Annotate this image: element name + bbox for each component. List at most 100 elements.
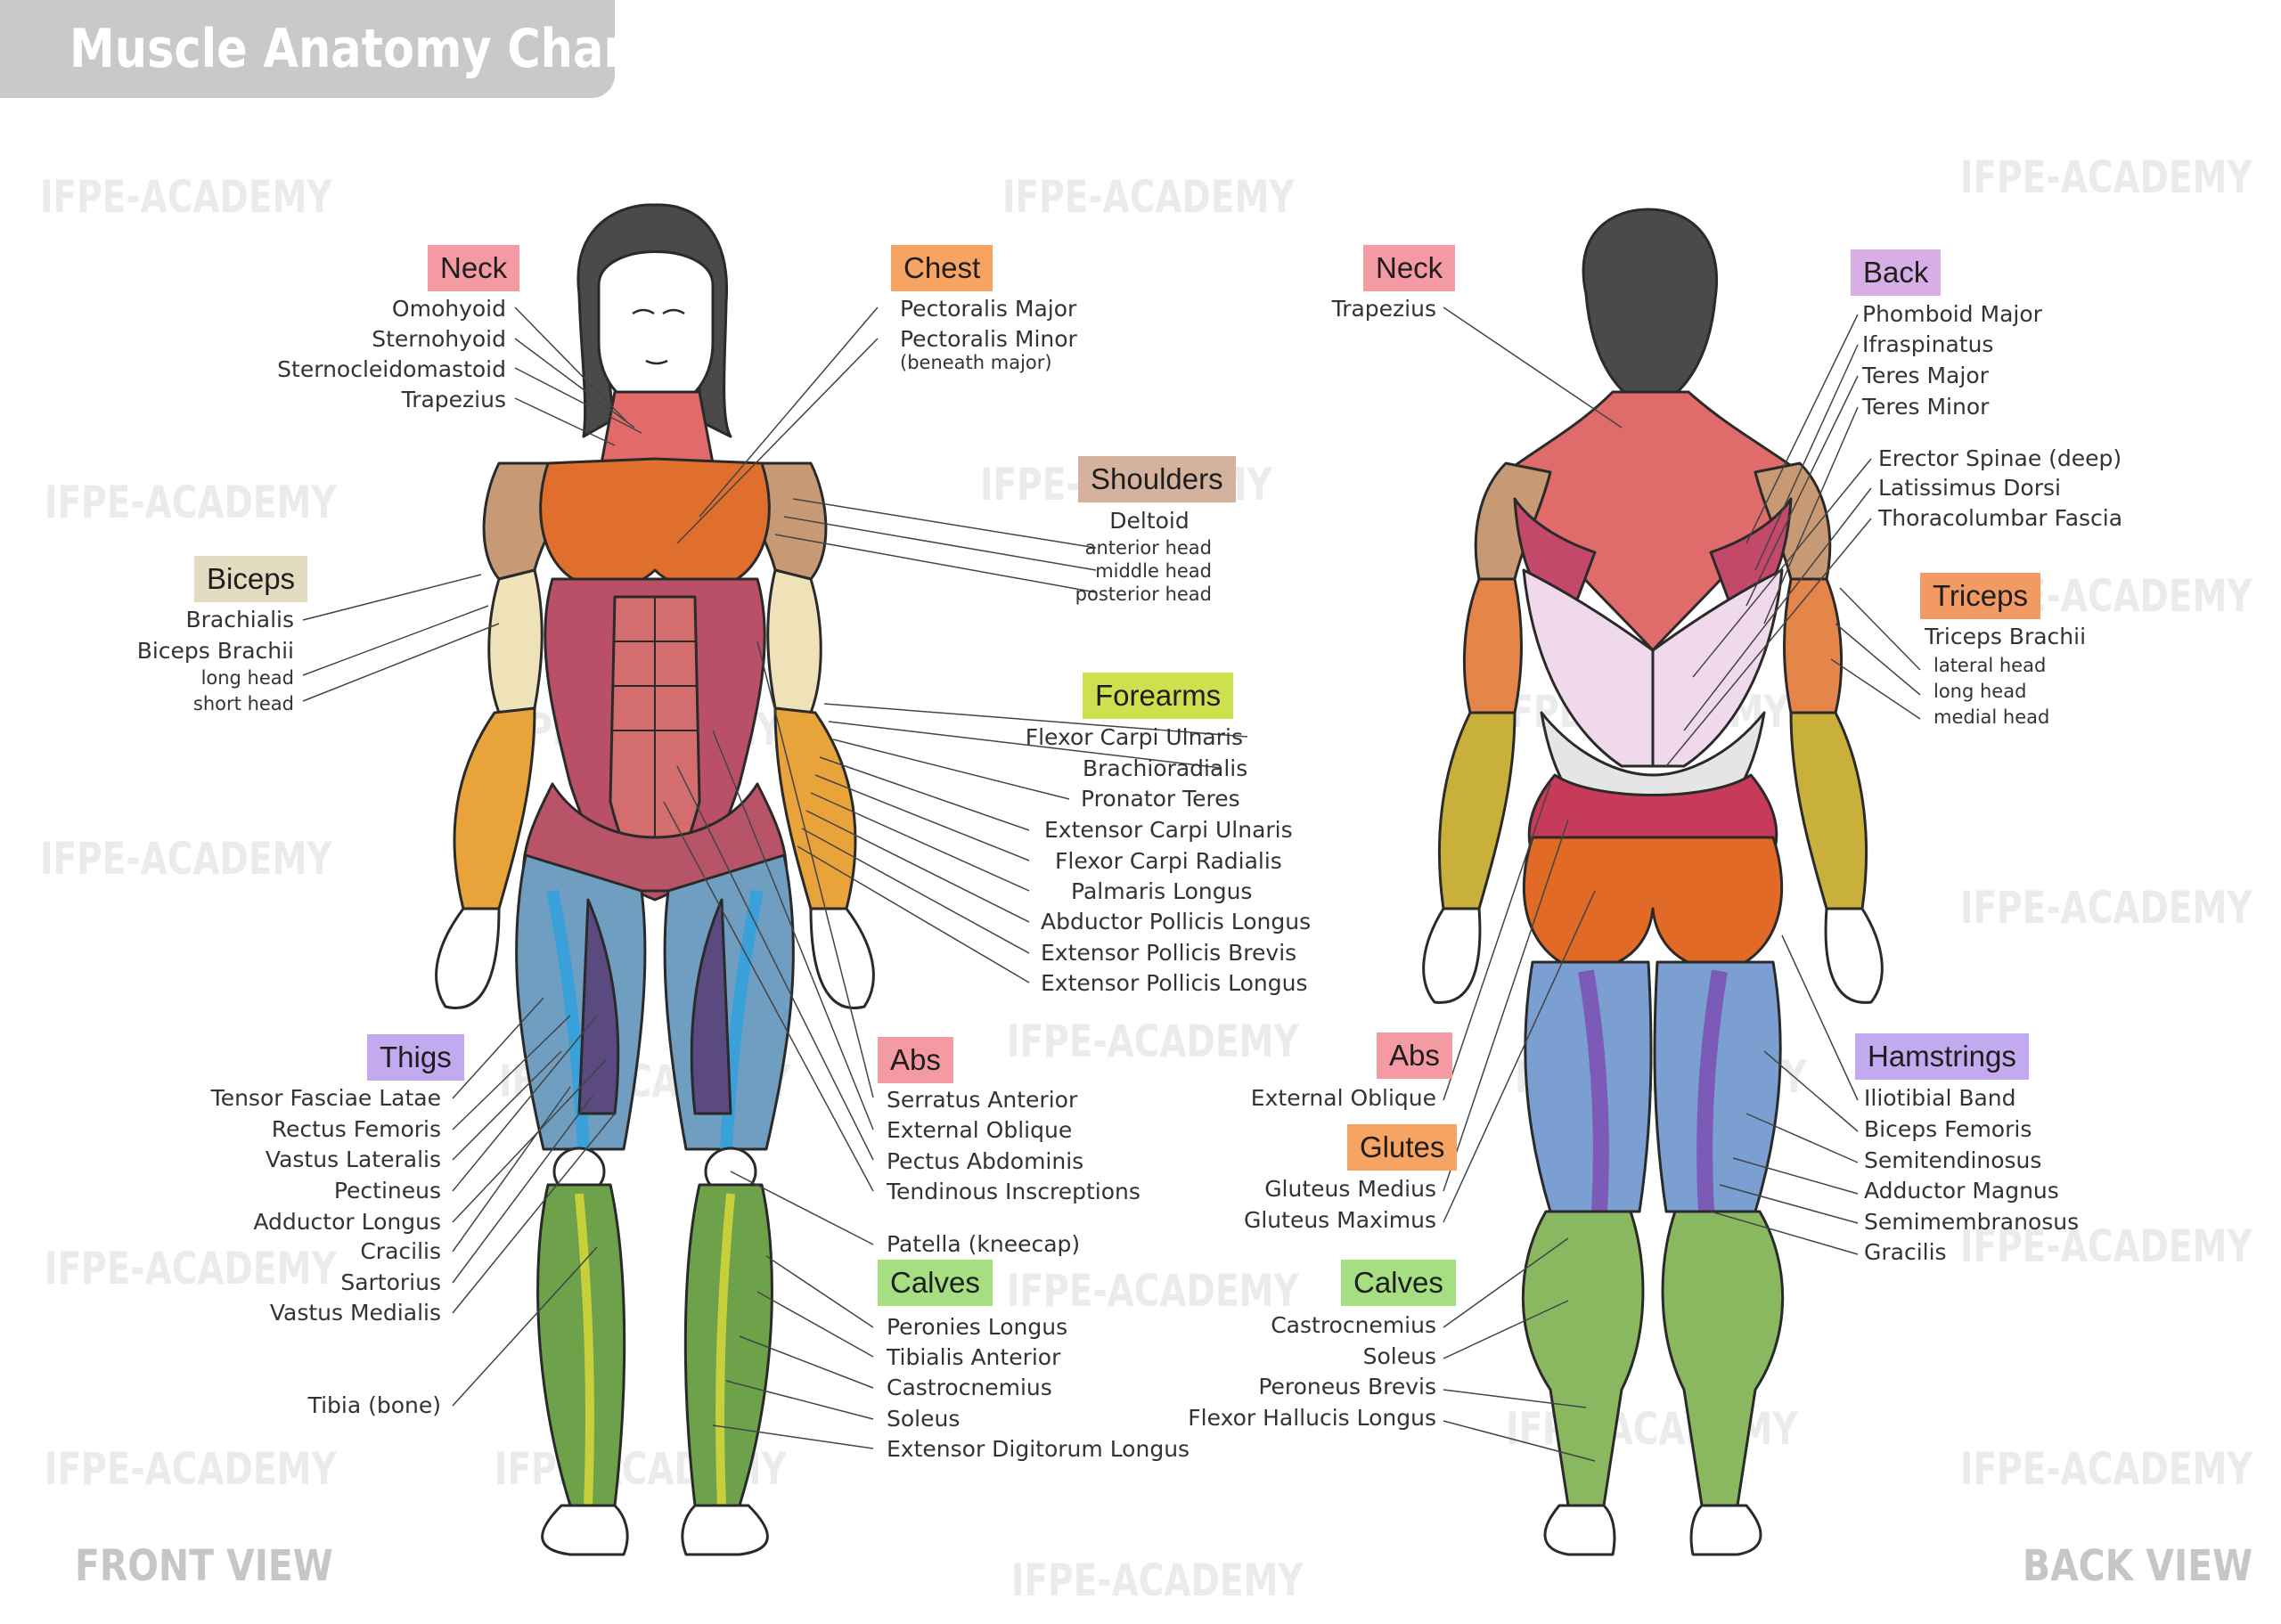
back-hair <box>1582 208 1718 403</box>
watermark: IFPE-ACADEMY <box>1011 1555 1304 1606</box>
back-glutes-heading: Glutes <box>1347 1124 1458 1171</box>
front-chest-item: Pectoralis Major <box>900 296 1077 322</box>
back-calves-item: Soleus <box>1362 1343 1436 1369</box>
front-neck-item: Omohyoid <box>391 296 506 322</box>
front-neck-item: Trapezius <box>401 387 506 412</box>
front-thighs-item: Vastus Medialis <box>269 1300 441 1326</box>
back-back-item: Phomboid Major <box>1862 301 2042 327</box>
back-calves-item: Flexor Hallucis Longus <box>1188 1405 1436 1431</box>
front-neck-item: Sternocleidomastoid <box>277 356 506 382</box>
front-abs-item: Tendinous Inscreptions <box>887 1179 1140 1204</box>
front-calves-item: Extensor Digitorum Longus <box>887 1436 1190 1462</box>
front-neck-muscles <box>600 390 715 465</box>
back-view-caption: BACK VIEW <box>2023 1541 2253 1591</box>
back-right-thigh <box>1653 960 1782 1213</box>
front-thighs-item: Rectus Femoris <box>271 1116 441 1142</box>
back-left-calf <box>1521 1210 1645 1507</box>
back-hamstrings-heading: Hamstrings <box>1855 1033 2029 1080</box>
back-calves-item: Peroneus Brevis <box>1258 1374 1436 1400</box>
front-right-upperarm <box>766 568 822 714</box>
front-abs-item: Serratus Anterior <box>887 1087 1078 1113</box>
back-triceps-heading: Triceps <box>1920 573 2040 619</box>
watermark: IFPE-ACADEMY <box>1002 171 1295 223</box>
page-title: Muscle Anatomy Chart <box>69 18 648 80</box>
watermark: IFPE-ACADEMY <box>45 1443 337 1495</box>
back-back-heading: Back <box>1851 249 1942 296</box>
front-deltoid-label: Deltoid <box>1109 508 1190 534</box>
back-hamstrings-item: Semitendinosus <box>1864 1147 2042 1173</box>
back-back-item: Erector Spinae (deep) <box>1878 445 2122 471</box>
back-back-item: Teres Major <box>1862 363 1989 388</box>
front-biceps-item: Brachialis <box>185 607 294 632</box>
front-forearms-item: Flexor Carpi Radialis <box>1055 848 1282 874</box>
back-right-forearm <box>1789 711 1868 910</box>
watermark: IFPE-ACADEMY <box>1960 1220 2252 1272</box>
back-lats <box>1522 568 1655 768</box>
back-right-upperarm <box>1783 577 1844 714</box>
watermark: IFPE-ACADEMY <box>45 477 337 528</box>
front-biceps-head: long head <box>200 667 294 689</box>
front-forearms-item: Abductor Pollicis Longus <box>1041 909 1312 934</box>
leader-lines <box>302 306 1921 1462</box>
back-right-calf <box>1661 1210 1785 1507</box>
front-deltoid-head: posterior head <box>1075 583 1212 605</box>
back-abs-heading: Abs <box>1377 1032 1452 1079</box>
watermark: IFPE-ACADEMY <box>1960 1443 2252 1495</box>
watermark: IFPE-ACADEMY <box>1007 1016 1299 1067</box>
front-forearms-item: Extensor Carpi Ulnaris <box>1044 817 1293 843</box>
back-hamstrings-item: Biceps Femoris <box>1864 1116 2032 1142</box>
back-hamstrings-item: Gracilis <box>1864 1239 1947 1265</box>
watermark: IFPE-ACADEMY <box>1960 151 2252 203</box>
back-calves-heading: Calves <box>1341 1260 1456 1306</box>
front-thighs-item: Tensor Fasciae Latae <box>210 1085 441 1111</box>
front-chest-heading: Chest <box>891 245 993 291</box>
front-biceps-heading: Biceps <box>194 556 308 602</box>
front-neck-item: Sternohyoid <box>372 326 506 352</box>
front-forearms-heading: Forearms <box>1083 673 1234 719</box>
back-figure <box>1422 208 1884 1556</box>
front-biceps-item: Biceps Brachii <box>136 638 294 664</box>
back-triceps-head: lateral head <box>1934 655 2047 676</box>
front-calves-item: Soleus <box>887 1406 961 1432</box>
front-thighs-item: Vastus Lateralis <box>265 1147 441 1172</box>
watermark: IFPE-ACADEMY <box>1960 882 2252 934</box>
front-view-caption: FRONT VIEW <box>75 1541 333 1591</box>
back-abs-item: External Oblique <box>1250 1085 1436 1111</box>
front-calves-item: Peronies Longus <box>887 1314 1068 1340</box>
front-forearms-item: Palmaris Longus <box>1071 878 1253 904</box>
front-calves-item: Tibialis Anterior <box>887 1344 1061 1370</box>
watermark: IFPE-ACADEMY <box>40 833 332 885</box>
front-patella-label: Patella (kneecap) <box>887 1231 1081 1257</box>
back-hamstrings-item: Adductor Magnus <box>1864 1178 2059 1204</box>
front-forearms-item: Brachioradialis <box>1083 755 1248 781</box>
back-gluteus-medius <box>1527 773 1778 857</box>
back-gluteus-maximus <box>1522 836 1784 970</box>
back-neck-heading: Neck <box>1363 245 1456 291</box>
front-forearms-item: Pronator Teres <box>1081 786 1240 812</box>
front-thighs-item: Sartorius <box>340 1269 441 1295</box>
front-deltoid-head: middle head <box>1095 560 1212 582</box>
front-chest-item: Pectoralis Minor <box>900 326 1077 352</box>
watermark: IFPE-ACADEMY <box>1007 1265 1299 1317</box>
front-thighs-heading: Thigs <box>367 1034 464 1081</box>
back-triceps-head: medial head <box>1934 706 2050 728</box>
back-hamstrings-item: Semimembranosus <box>1864 1209 2080 1235</box>
front-forearms-item: Extensor Pollicis Brevis <box>1041 940 1297 966</box>
back-calves-item: Castrocnemius <box>1271 1312 1436 1338</box>
back-neck-item: Trapezius <box>1331 296 1436 322</box>
front-chest-note: (beneath major) <box>900 352 1052 373</box>
title-bar: Muscle Anatomy Chart <box>0 0 648 98</box>
front-left-upperarm <box>487 568 544 714</box>
front-biceps-head: short head <box>192 693 294 714</box>
front-deltoid-head: anterior head <box>1084 537 1212 559</box>
watermark: IFPE-ACADEMY <box>40 171 332 223</box>
front-shoulders-heading: Shoulders <box>1078 456 1236 502</box>
back-left-forearm <box>1437 711 1517 910</box>
watermark: IFPE-ACADEMY <box>45 1243 337 1294</box>
front-thighs-item: Cracilis <box>360 1238 441 1264</box>
back-triceps-head: long head <box>1934 681 2027 702</box>
front-hips <box>521 782 789 893</box>
front-abs-item: Pectus Abdominis <box>887 1148 1084 1174</box>
front-thighs-item: Adductor Longus <box>253 1209 441 1235</box>
